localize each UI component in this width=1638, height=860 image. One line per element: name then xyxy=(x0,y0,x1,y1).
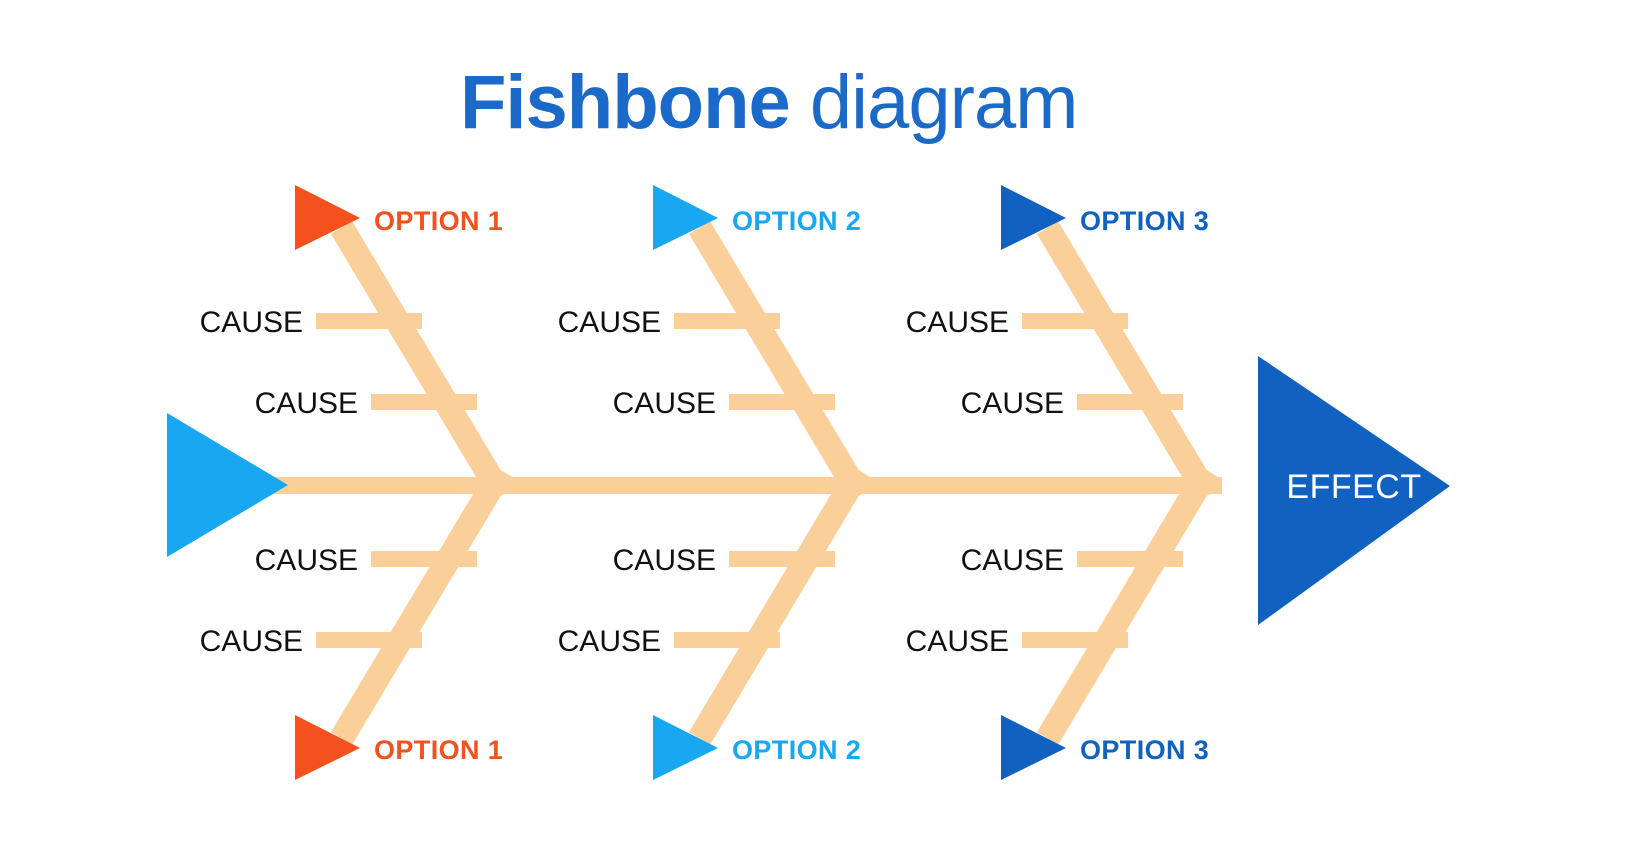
cause-bone-2-bottom-1 xyxy=(729,551,835,567)
title-bold-part: Fishbone xyxy=(460,60,790,145)
tail-arrow-icon xyxy=(167,413,288,557)
cause-bone-3-top-2 xyxy=(1077,394,1183,410)
option-2-bottom-label[interactable]: OPTION 2 xyxy=(732,735,861,765)
rib-option-2-top xyxy=(689,221,870,502)
option-1-bottom-arrow-icon[interactable] xyxy=(295,715,360,780)
option-2-top-label[interactable]: OPTION 2 xyxy=(732,206,861,236)
option-3-top-arrow-icon[interactable] xyxy=(1001,185,1066,250)
option-2-top-arrow-icon[interactable] xyxy=(653,185,718,250)
cause-label-1-bottom-2: CAUSE xyxy=(200,625,303,658)
cause-label-2-top-1: CAUSE xyxy=(558,306,661,339)
option-3-top-label[interactable]: OPTION 3 xyxy=(1080,206,1209,236)
cause-bone-1-top-2 xyxy=(371,394,477,410)
cause-bone-1-top-1 xyxy=(316,313,422,329)
rib-option-2-bottom xyxy=(689,464,870,745)
title-light-part: diagram xyxy=(790,60,1078,145)
option-1-top-label[interactable]: OPTION 1 xyxy=(374,206,503,236)
cause-label-3-top-2: CAUSE xyxy=(961,387,1064,420)
cause-bone-2-top-2 xyxy=(729,394,835,410)
option-3-bottom-arrow-icon[interactable] xyxy=(1001,715,1066,780)
main-spine xyxy=(262,477,1222,494)
cause-bone-1-bottom-2 xyxy=(316,632,422,648)
cause-bone-2-bottom-2 xyxy=(674,632,780,648)
option-3-bottom-label[interactable]: OPTION 3 xyxy=(1080,735,1209,765)
cause-label-2-top-2: CAUSE xyxy=(613,387,716,420)
effect-label: EFFECT xyxy=(1286,468,1421,506)
cause-label-3-bottom-1: CAUSE xyxy=(961,544,1064,577)
cause-bone-3-bottom-2 xyxy=(1022,632,1128,648)
option-1-top-arrow-icon[interactable] xyxy=(295,185,360,250)
cause-label-3-bottom-2: CAUSE xyxy=(906,625,1009,658)
option-1-bottom-label[interactable]: OPTION 1 xyxy=(374,735,503,765)
cause-label-1-top-1: CAUSE xyxy=(200,306,303,339)
cause-bone-3-top-1 xyxy=(1022,313,1128,329)
cause-bone-3-bottom-1 xyxy=(1077,551,1183,567)
cause-label-2-bottom-1: CAUSE xyxy=(613,544,716,577)
cause-label-1-top-2: CAUSE xyxy=(255,387,358,420)
option-2-bottom-arrow-icon[interactable] xyxy=(653,715,718,780)
page-title: Fishbone diagram xyxy=(460,60,1077,145)
rib-option-1-top xyxy=(331,221,512,502)
cause-bone-2-top-1 xyxy=(674,313,780,329)
cause-label-1-bottom-1: CAUSE xyxy=(255,544,358,577)
effect-head-triangle xyxy=(1258,356,1450,625)
rib-option-3-bottom xyxy=(1037,464,1218,745)
cause-bone-1-bottom-1 xyxy=(371,551,477,567)
rib-option-3-top xyxy=(1037,221,1218,502)
cause-label-2-bottom-2: CAUSE xyxy=(558,625,661,658)
rib-option-1-bottom xyxy=(331,464,512,745)
cause-label-3-top-1: CAUSE xyxy=(906,306,1009,339)
